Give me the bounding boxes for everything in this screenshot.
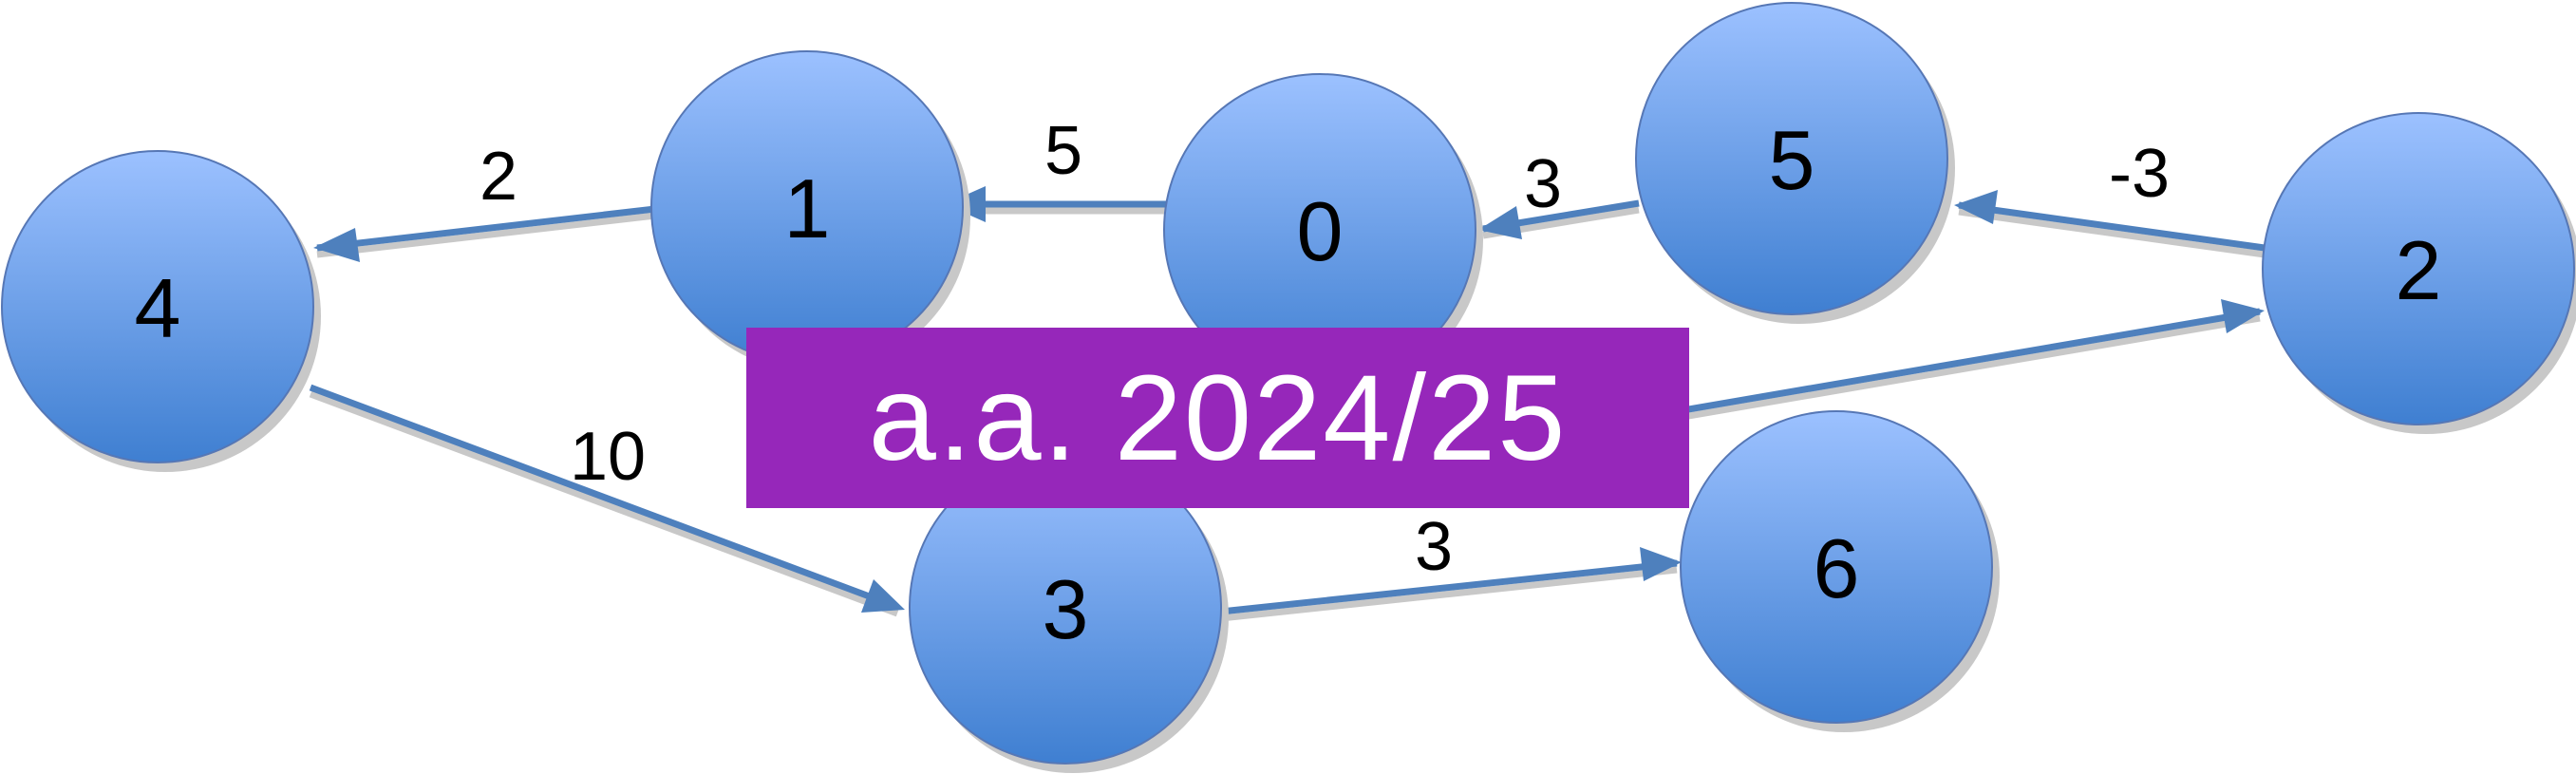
edge-weight-1-4: 2 (479, 139, 517, 215)
banner-background (746, 328, 1689, 508)
node-3: 3 (909, 451, 1229, 773)
node-5: 5 (1635, 2, 1955, 324)
node-2: 2 (2262, 112, 2576, 434)
edge-shadow (1687, 314, 2261, 420)
node-label: 4 (135, 261, 181, 355)
edge-line (1687, 308, 2261, 413)
edge-6-to-2 (1687, 299, 2265, 420)
edge-3-to-6 (1220, 547, 1682, 622)
arrowhead-icon (1640, 547, 1682, 581)
edge-shadow (309, 390, 899, 617)
edge-shadow (1958, 208, 2266, 258)
arrowhead-icon (2221, 299, 2265, 333)
edge-weight-5-0: 3 (1524, 146, 1562, 222)
node-label: 6 (1814, 521, 1860, 615)
edge-line (1220, 559, 1678, 615)
node-label: 2 (2396, 223, 2442, 317)
node-circle (1680, 410, 1993, 724)
edge-0-to-1 (945, 186, 1166, 222)
edge-labels: 2 5 3 -3 10 3 (479, 113, 2170, 585)
edge-shadow (1220, 566, 1678, 622)
edge-2-to-5 (1954, 190, 2266, 258)
edge-line (309, 384, 899, 611)
node-circle (1, 150, 314, 463)
arrowhead-icon (313, 228, 360, 262)
node-4: 4 (1, 150, 321, 472)
node-circle (1635, 2, 1948, 315)
edge-weight-0-1: 5 (1044, 113, 1082, 189)
edge-weight-2-5: -3 (2109, 136, 2170, 212)
node-circle (2262, 112, 2575, 425)
arrowhead-icon (1478, 206, 1522, 239)
edge-weight-3-6: 3 (1415, 509, 1453, 585)
edge-4-to-3 (309, 384, 905, 617)
edge-shadow (316, 212, 656, 258)
arrowhead-icon (861, 579, 905, 613)
edge-line (316, 205, 656, 252)
node-label: 5 (1769, 113, 1815, 207)
edge-1-to-4 (313, 205, 656, 262)
node-label: 0 (1297, 184, 1344, 278)
edge-5-to-0 (1478, 199, 1640, 239)
edge-weight-4-3: 10 (570, 419, 646, 495)
node-label: 1 (784, 161, 831, 255)
edge-line (1958, 201, 2266, 252)
node-6: 6 (1680, 410, 2000, 732)
banner-text: a.a. 2024/25 (868, 349, 1568, 486)
node-label: 3 (1043, 562, 1089, 656)
node-0: 0 (1163, 73, 1483, 395)
arrowhead-icon (1954, 190, 1998, 224)
node-1: 1 (650, 50, 970, 372)
